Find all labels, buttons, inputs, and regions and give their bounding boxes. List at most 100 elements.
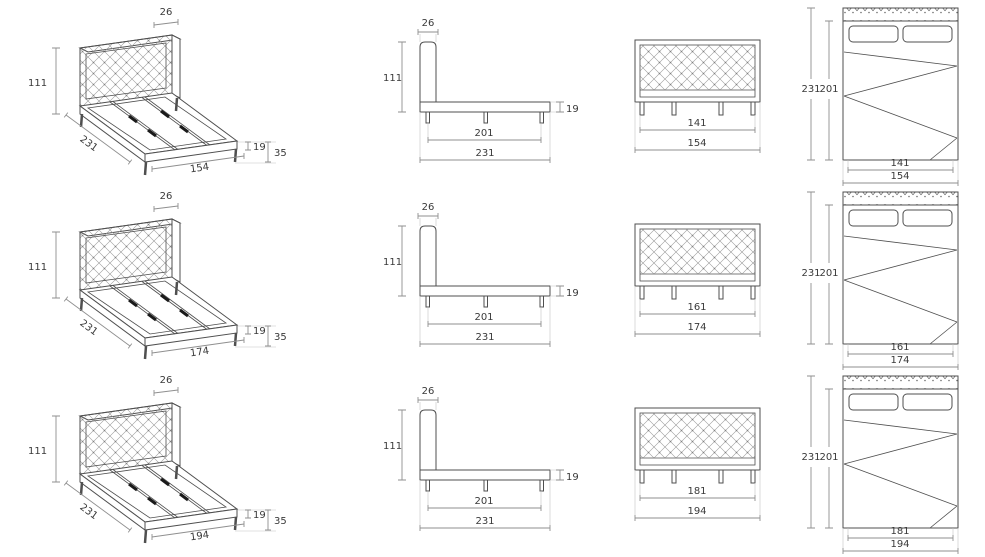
dim-line-length bbox=[419, 525, 551, 531]
dim-label-width: 174 bbox=[687, 322, 706, 333]
dim-label-inner-width: 181 bbox=[890, 526, 909, 537]
bed-body bbox=[78, 218, 239, 360]
dim-line-width bbox=[151, 521, 245, 540]
bed-body bbox=[634, 407, 761, 484]
dim-label-inner-length: 201 bbox=[819, 268, 838, 279]
side-view-cell: 26 111 19 201 231 bbox=[380, 370, 610, 555]
dim-line-inner-width bbox=[847, 167, 954, 173]
pillow-right bbox=[902, 393, 953, 411]
front-view-cell: 161 174 bbox=[610, 186, 785, 371]
headboard-side-face bbox=[171, 34, 181, 99]
dim-label-inner-width: 181 bbox=[687, 486, 706, 497]
dim-line-height bbox=[398, 409, 406, 481]
leg bbox=[750, 101, 756, 116]
dim-label-top-thickness: 26 bbox=[160, 375, 173, 386]
headboard-inner-border bbox=[85, 410, 167, 468]
dim-label-inner-length: 201 bbox=[819, 84, 838, 95]
leg bbox=[639, 285, 645, 300]
leg bbox=[718, 285, 724, 300]
bed-size-row-2: 111 26 231 174 19 35 bbox=[0, 186, 985, 370]
bed-top-drawing: 231 201 161 174 bbox=[801, 191, 959, 370]
extension-lines bbox=[634, 102, 761, 147]
dim-line-length bbox=[63, 480, 133, 533]
bed-perspective-drawing: 111 26 231 154 19 35 bbox=[28, 7, 287, 176]
dim-line-top-thickness bbox=[417, 213, 439, 219]
dim-line-height bbox=[52, 47, 60, 115]
perspective-view-cell: 111 26 231 174 19 35 bbox=[0, 186, 330, 371]
dim-line-top-thickness bbox=[153, 19, 179, 28]
dim-label-height: 111 bbox=[383, 73, 402, 84]
dimensions bbox=[634, 470, 761, 521]
bed-size-row-3: 111 26 231 194 19 35 bbox=[0, 370, 985, 554]
pillow-right bbox=[902, 25, 953, 43]
dim-label-inner-length: 201 bbox=[474, 496, 493, 507]
bed-body bbox=[634, 223, 761, 300]
dim-line-inner-width bbox=[847, 535, 954, 541]
bed-body bbox=[419, 41, 551, 124]
leg bbox=[750, 285, 756, 300]
slat-rails bbox=[109, 96, 211, 151]
pillow-right bbox=[902, 209, 953, 227]
bed-side-drawing: 26 111 19 201 231 bbox=[383, 18, 579, 163]
dim-line-width bbox=[634, 331, 761, 337]
bed-size-row-1: 111 26 231 154 19 35 bbox=[0, 2, 985, 186]
dim-label-length: 231 bbox=[801, 84, 820, 95]
dim-line-foot-height bbox=[265, 509, 271, 531]
dimensions bbox=[398, 29, 564, 163]
top-view-cell: 231 201 141 154 bbox=[785, 2, 985, 187]
bed-body bbox=[419, 225, 551, 308]
headboard-band bbox=[842, 375, 959, 390]
dim-line-length bbox=[419, 157, 551, 163]
side-view-cell: 26 111 19 201 231 bbox=[380, 186, 610, 371]
extension-lines bbox=[842, 160, 959, 180]
dim-line-top-thickness bbox=[417, 29, 439, 35]
bed-side-drawing: 26 111 19 201 231 bbox=[383, 202, 579, 347]
dim-line-width bbox=[634, 515, 761, 521]
leg bbox=[639, 101, 645, 116]
bed-body bbox=[419, 409, 551, 492]
dim-line-inner-length bbox=[825, 20, 833, 161]
dim-line-inner-width bbox=[639, 127, 756, 133]
dim-label-length: 231 bbox=[475, 332, 494, 343]
dim-line-height bbox=[52, 415, 60, 483]
dim-label-inner-length: 201 bbox=[819, 452, 838, 463]
leg bbox=[425, 111, 430, 124]
rail-connectors bbox=[128, 477, 189, 506]
dim-label-height: 111 bbox=[383, 257, 402, 268]
headboard-band bbox=[842, 7, 959, 22]
dim-line-length bbox=[807, 191, 815, 345]
dim-line-frame-height bbox=[245, 325, 251, 335]
headboard-inner-border bbox=[639, 412, 756, 466]
bed-perspective-drawing: 111 26 231 194 19 35 bbox=[28, 375, 287, 544]
dimensions bbox=[52, 387, 276, 540]
base-rail bbox=[419, 285, 551, 297]
leg bbox=[483, 479, 488, 492]
dim-line-frame-height bbox=[245, 509, 251, 519]
bed-front-drawing: 181 194 bbox=[634, 407, 761, 521]
extension-lines bbox=[634, 470, 761, 515]
legs bbox=[79, 97, 238, 176]
bed-front-drawing: 161 174 bbox=[634, 223, 761, 337]
duvet-fold-lines bbox=[843, 235, 958, 345]
dim-label-frame-height: 19 bbox=[566, 472, 579, 483]
dimensions bbox=[398, 213, 564, 347]
legs bbox=[79, 465, 238, 544]
top-view-cell: 231 201 181 194 bbox=[785, 370, 985, 555]
pillow-left bbox=[848, 25, 899, 43]
dim-label-foot-height: 35 bbox=[274, 332, 287, 343]
leg bbox=[671, 469, 677, 484]
headboard-band bbox=[842, 191, 959, 206]
dim-line-width bbox=[151, 153, 245, 172]
headboard-side-face bbox=[171, 402, 181, 467]
pillow-left bbox=[848, 393, 899, 411]
bed-front-drawing: 141 154 bbox=[634, 39, 761, 153]
legs bbox=[79, 281, 238, 360]
headboard-profile bbox=[419, 41, 437, 102]
frame-inner-rim bbox=[86, 96, 228, 151]
headboard-profile bbox=[419, 225, 437, 286]
leg bbox=[639, 469, 645, 484]
dim-label-length: 231 bbox=[475, 516, 494, 527]
headboard-inner-border bbox=[85, 226, 167, 284]
dim-label-inner-width: 141 bbox=[687, 118, 706, 129]
dim-line-foot-height bbox=[265, 141, 271, 163]
